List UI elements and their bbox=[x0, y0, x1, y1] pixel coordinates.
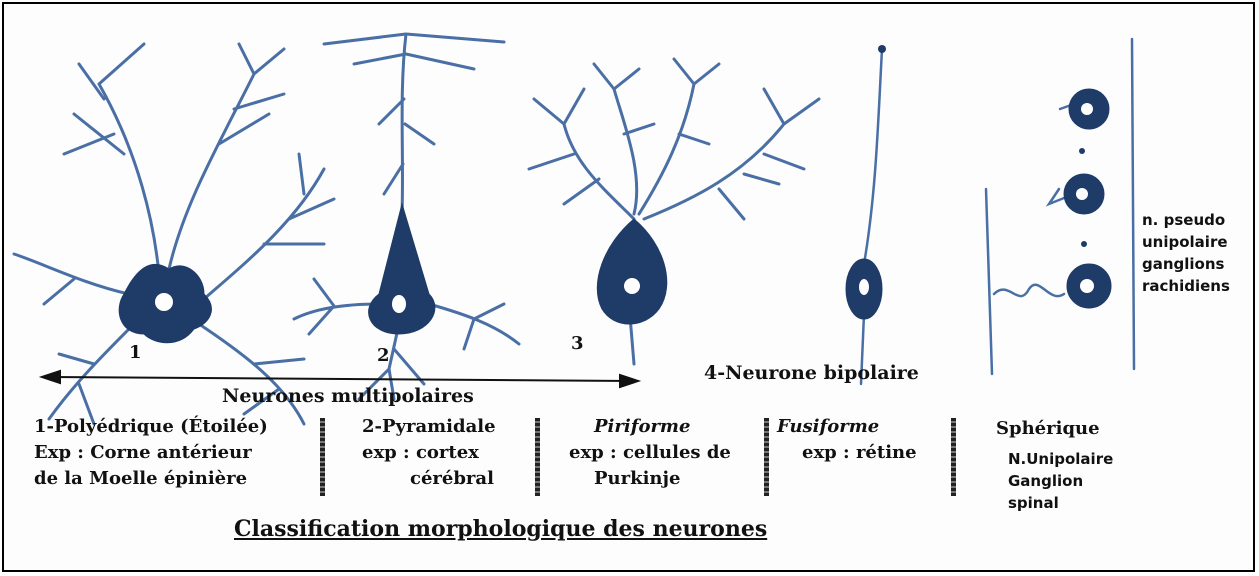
column-divider bbox=[320, 418, 325, 496]
purkinje-neuron bbox=[529, 59, 819, 364]
column-title: Piriforme bbox=[569, 414, 731, 440]
stellate-neuron bbox=[14, 44, 334, 424]
column-line: exp : cortex bbox=[362, 440, 496, 466]
bipolar-neuron bbox=[861, 49, 882, 384]
column-line: spinal bbox=[996, 492, 1113, 514]
column-title: 2-Pyramidale bbox=[362, 414, 496, 440]
column-polyedrique: 1-Polyédrique (Étoilée) Exp : Corne anté… bbox=[34, 414, 268, 492]
column-line: exp : rétine bbox=[777, 440, 917, 466]
column-piriforme: Piriforme exp : cellules de Purkinje bbox=[569, 414, 731, 492]
column-spherique: Sphérique N.Unipolaire Ganglion spinal bbox=[996, 416, 1113, 514]
column-line: N.Unipolaire bbox=[996, 442, 1113, 470]
column-divider bbox=[764, 418, 769, 496]
column-line: Exp : Corne antérieur bbox=[34, 440, 268, 466]
neuron-number-3: 3 bbox=[571, 333, 584, 354]
column-title: Fusiforme bbox=[777, 414, 917, 440]
column-line: de la Moelle épinière bbox=[34, 466, 268, 492]
pseudo-label-line: n. pseudo bbox=[1142, 209, 1230, 231]
column-pyramidale: 2-Pyramidale exp : cortex cérébral bbox=[362, 414, 496, 492]
pseudo-unipolar-label: n. pseudo unipolaire ganglions rachidien… bbox=[1142, 209, 1230, 297]
pseudo-unipolar-neurons bbox=[986, 39, 1134, 374]
column-line: exp : cellules de bbox=[569, 440, 731, 466]
column-divider bbox=[951, 418, 956, 496]
pseudo-label-line: unipolaire bbox=[1142, 231, 1230, 253]
neuron-number-2: 2 bbox=[377, 345, 390, 366]
bipolar-label: 4-Neurone bipolaire bbox=[704, 362, 919, 384]
column-divider bbox=[535, 418, 540, 496]
purkinje-soma bbox=[597, 219, 666, 324]
column-line: Ganglion bbox=[996, 470, 1113, 492]
figure-caption: Classification morphologique des neurone… bbox=[234, 516, 767, 542]
column-line: Purkinje bbox=[569, 466, 731, 492]
column-line: cérébral bbox=[362, 466, 496, 492]
pseudo-label-line: ganglions bbox=[1142, 253, 1230, 275]
column-title: 1-Polyédrique (Étoilée) bbox=[34, 414, 268, 440]
multipolar-label: Neurones multipolaires bbox=[222, 385, 474, 407]
pyramidal-neuron bbox=[294, 34, 519, 399]
column-title: Sphérique bbox=[996, 416, 1113, 442]
pyramidal-soma bbox=[369, 204, 435, 334]
column-fusiforme: Fusiforme exp : rétine bbox=[777, 414, 917, 466]
neuron-number-1: 1 bbox=[129, 342, 142, 363]
pseudo-label-line: rachidiens bbox=[1142, 275, 1230, 297]
